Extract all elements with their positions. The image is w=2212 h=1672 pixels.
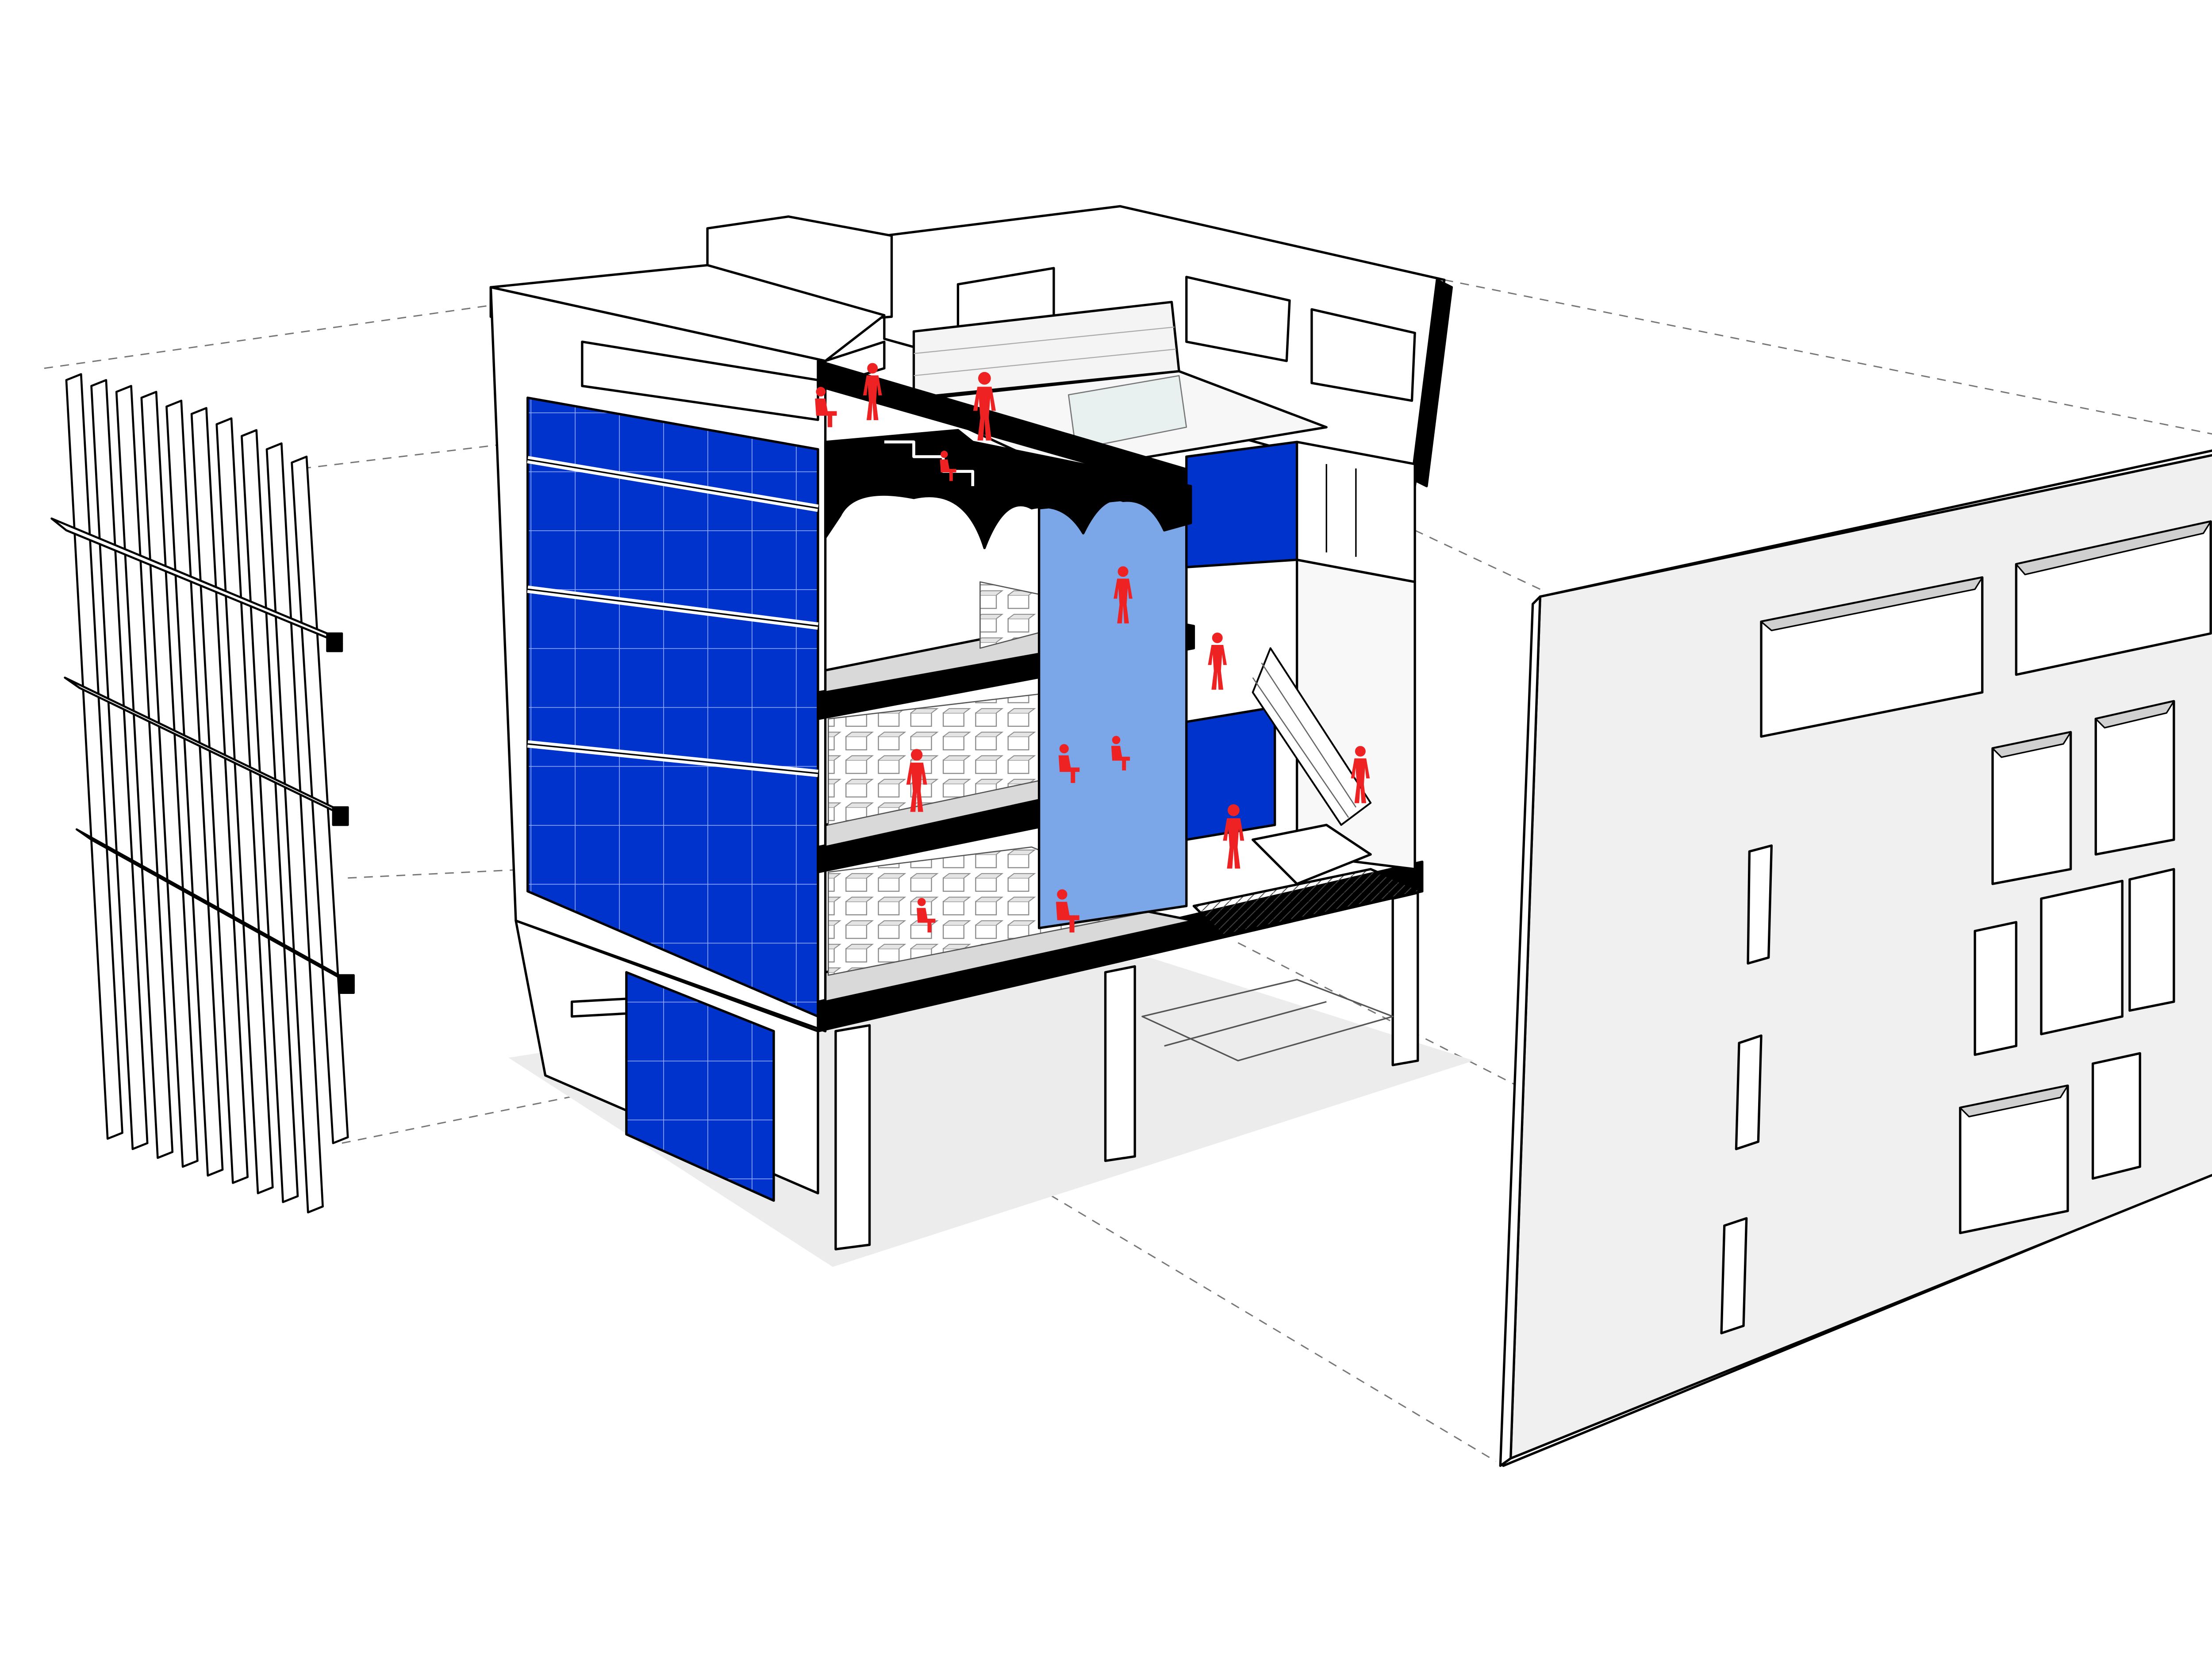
arched-roof-vault	[824, 429, 1192, 549]
entrance-glazing	[625, 971, 775, 1202]
columns	[834, 891, 1419, 1250]
lower-stair-flight	[1252, 824, 1372, 885]
slot-2	[1735, 1034, 1763, 1150]
opening-square-1	[2040, 879, 2124, 1035]
opening-reveals	[1760, 521, 2212, 1118]
vertical-fin-screen	[50, 373, 355, 1214]
clerestory-band	[581, 340, 819, 421]
panel-side	[1499, 595, 1541, 1467]
stair-well-wall	[1295, 558, 1416, 871]
sectioned-building	[489, 205, 1474, 1267]
opening-narrow-2	[2128, 868, 2175, 1012]
screen-rails	[50, 517, 355, 994]
feature-staircase	[1252, 647, 1372, 826]
opening-narrow-3	[2091, 1052, 2141, 1180]
circulation-core	[1037, 492, 1188, 929]
side-curtain-wall-upper	[1185, 441, 1298, 568]
ground-floor-deck	[1192, 868, 1424, 937]
person-silhouette-icon	[1208, 633, 1227, 690]
slot-3	[1720, 1217, 1748, 1335]
roof-railing	[1068, 375, 1187, 450]
perforated-facade-panel	[1499, 449, 2212, 1467]
side-curtain-wall-lower	[1185, 706, 1276, 841]
rear-window-3	[1310, 308, 1416, 402]
east-wall-black-edge	[1410, 279, 1453, 487]
opening-narrow-1	[1974, 921, 2018, 1056]
slot-1	[1747, 844, 1773, 965]
canopy	[570, 997, 628, 1018]
rear-window-2	[1185, 276, 1291, 362]
parking-lines	[1141, 979, 1394, 1062]
